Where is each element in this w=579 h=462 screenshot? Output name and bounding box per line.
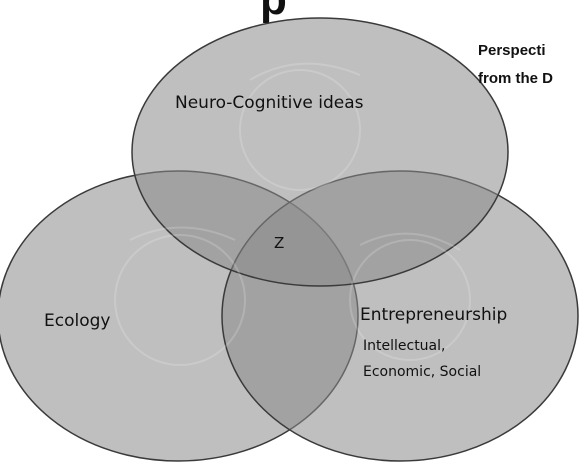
texture-decoration: [114, 62, 471, 366]
label-center-z: Z: [274, 234, 284, 252]
label-entrepreneurship: Entrepreneurship: [360, 305, 507, 325]
side-caption-line2: from the D: [478, 70, 553, 87]
side-caption-line1: Perspecti: [478, 42, 546, 59]
label-entrepreneurship-sub2: Economic, Social: [363, 364, 481, 380]
label-entrepreneurship-sub1: Intellectual,: [363, 338, 445, 354]
label-neuro-cognitive: Neuro-Cognitive ideas: [175, 93, 364, 113]
label-ecology: Ecology: [44, 311, 110, 331]
circle-neuro-cognitive: [131, 17, 509, 287]
